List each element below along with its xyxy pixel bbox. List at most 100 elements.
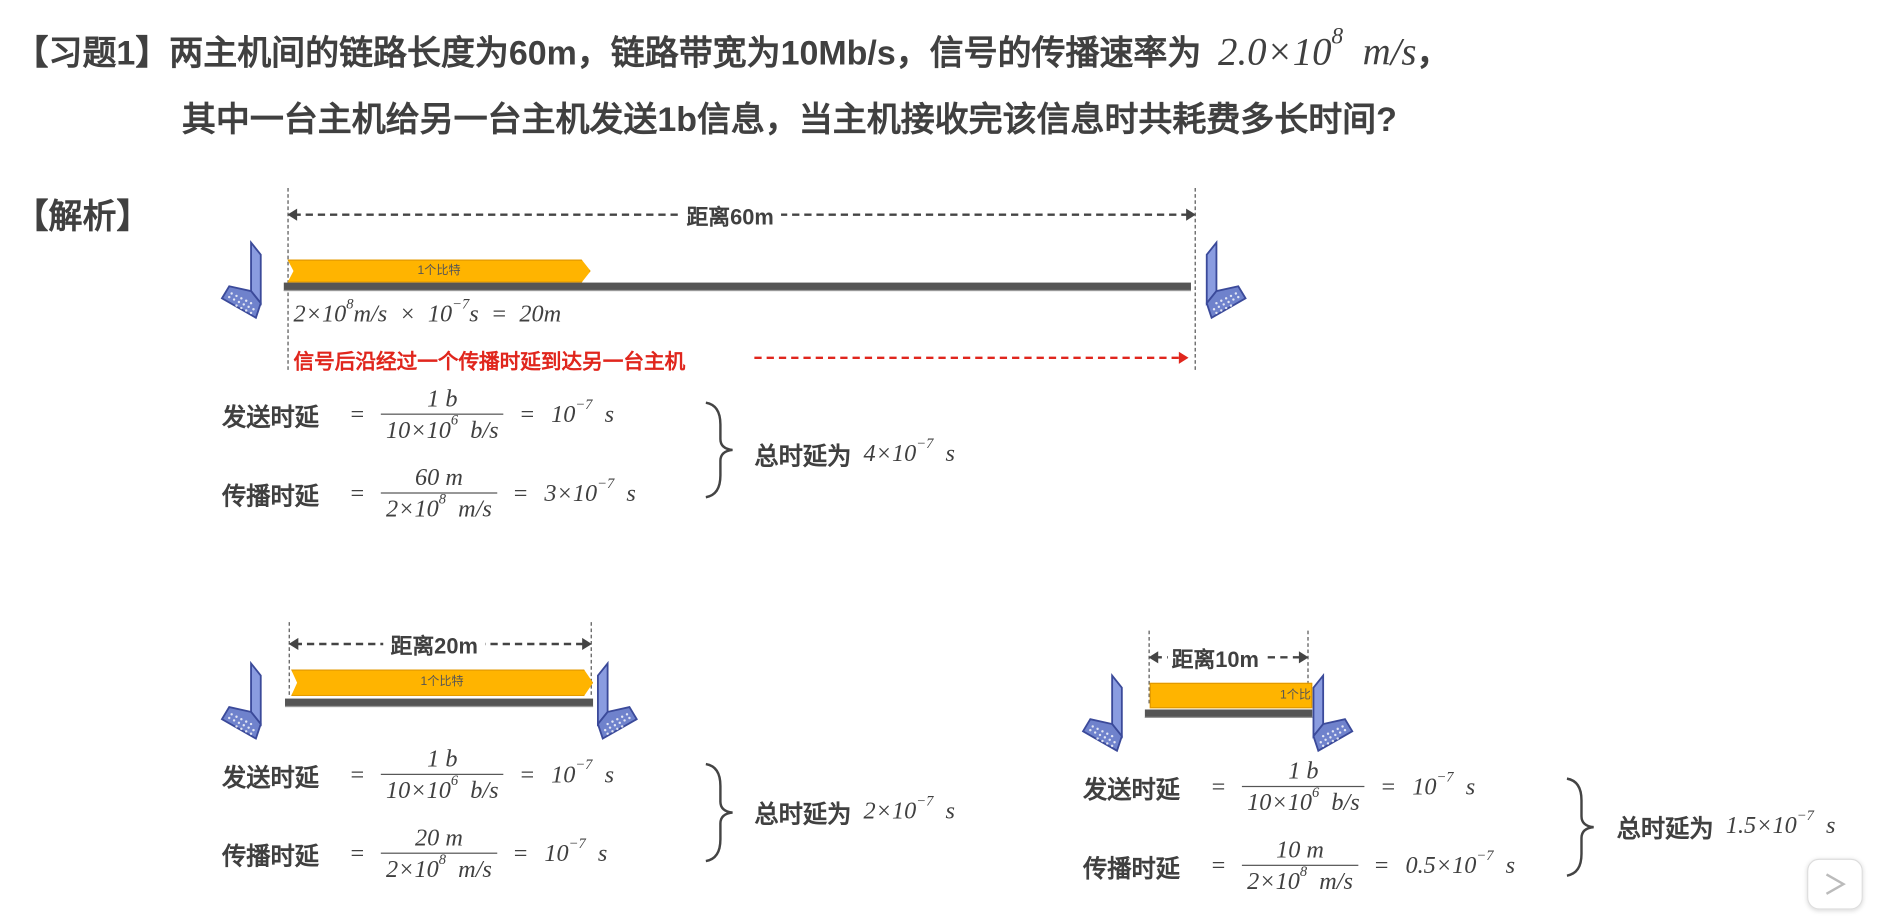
res-exp: −7 [1436, 767, 1454, 785]
calc-eq: = [490, 300, 508, 328]
bilibili-tv-icon[interactable] [1807, 858, 1863, 910]
result: 10−7 s [1412, 769, 1476, 802]
denominator: 10×106 b/s [381, 411, 504, 446]
link-cable [283, 282, 1191, 292]
res-base: 10 [551, 401, 576, 429]
res-base: 0.5×10 [1405, 852, 1477, 880]
res-exp: −7 [1476, 846, 1494, 864]
den-base: 10×10 [386, 777, 451, 805]
numerator: 10 m [1276, 836, 1324, 864]
den-exp: 6 [1311, 783, 1320, 801]
den-exp: 6 [450, 411, 459, 429]
den-exp: 8 [438, 850, 447, 868]
analysis-label: 【解析】 [14, 197, 151, 236]
calc-b-unit: s [469, 300, 479, 328]
tv-glyph-icon [1825, 873, 1846, 895]
res-base: 10 [1412, 773, 1437, 801]
den-unit: b/s [470, 777, 499, 805]
speed-exp: 8 [1331, 23, 1344, 50]
arrow-right-icon [1178, 351, 1189, 364]
total-value: 4×10−7 s [863, 436, 955, 468]
total-unit: s [1826, 812, 1836, 840]
res-unit: s [626, 480, 636, 507]
formula-label: 传播时延 [221, 844, 319, 871]
total-value: 2×10−7 s [864, 793, 955, 826]
total-exp: −7 [916, 434, 934, 452]
formula-label: 发送时延 [221, 405, 319, 432]
den-base: 10×10 [386, 417, 451, 444]
den-base: 2×10 [386, 496, 439, 523]
total-label: 总时延为 [754, 801, 852, 829]
formula-label: 发送时延 [221, 765, 319, 792]
res-unit: s [1465, 773, 1476, 801]
den-base: 10×10 [1247, 789, 1312, 817]
calc-a-unit: m/s [353, 300, 388, 328]
boundary-line-left [1148, 630, 1150, 704]
boundary-line-left [287, 187, 289, 370]
denominator: 2×108 m/s [381, 850, 497, 885]
link-cable [285, 698, 594, 708]
propagation-speed: 2.0×108 m/s [1218, 25, 1417, 73]
den-exp: 8 [438, 490, 447, 508]
question-text-1: 两主机间的链路长度为60m，链路带宽为10Mb/s，信号的传播速率为 [169, 33, 1202, 72]
res-base: 3×10 [544, 480, 598, 507]
boundary-line-left [288, 622, 290, 695]
equals: = [513, 840, 528, 868]
res-exp: −7 [575, 395, 593, 413]
formula-label: 传播时延 [1083, 856, 1181, 883]
arrow-right-icon [1298, 651, 1309, 664]
den-unit: m/s [458, 496, 492, 523]
res-exp: −7 [597, 474, 615, 492]
total-base: 4×10 [863, 440, 917, 467]
result: 0.5×10−7 s [1405, 848, 1515, 881]
den-base: 2×10 [1247, 868, 1300, 896]
arrow-right-icon [582, 637, 592, 651]
distance-label: 距离60m [679, 200, 782, 232]
numerator: 1 b [1288, 758, 1319, 785]
equals: = [520, 401, 535, 429]
brace-icon [1566, 777, 1594, 877]
total-base: 1.5×10 [1725, 812, 1797, 840]
speed-base: 2.0×10 [1218, 29, 1332, 73]
speed-unit: m/s [1362, 29, 1417, 73]
brace-icon [705, 401, 733, 499]
distance-label: 距离10m [1167, 642, 1263, 675]
laptop-icon [218, 661, 288, 741]
propagation-note: 信号后沿经过一个传播时延到达另一台主机 [293, 350, 686, 374]
distance-calculation: 2×108m/s × 10−7s = 20m [293, 296, 562, 329]
calc-b-exp: −7 [452, 294, 470, 312]
calc-result: 20m [519, 300, 562, 328]
equals: = [1211, 773, 1226, 801]
numerator: 1 b [427, 745, 458, 773]
arrow-left-icon [288, 637, 299, 651]
bit-block: 1个比特 [291, 669, 594, 697]
question-label: 【习题1】 [14, 33, 170, 72]
equals: = [350, 480, 365, 507]
brace-icon [705, 762, 733, 863]
denominator: 2×108 m/s [1242, 864, 1358, 897]
propagation-arrow [754, 356, 1179, 359]
laptop-icon [1286, 673, 1356, 753]
res-unit: s [604, 401, 615, 429]
numerator: 20 m [415, 824, 463, 852]
numerator: 1 b [427, 385, 458, 413]
den-unit: b/s [470, 417, 499, 444]
link-cable [1144, 709, 1313, 718]
res-exp: −7 [575, 755, 593, 773]
total-label: 总时延为 [1616, 816, 1714, 843]
boundary-line-right [590, 622, 592, 695]
question-punct: ， [1416, 33, 1451, 72]
total-exp: −7 [916, 792, 934, 810]
formula-label: 发送时延 [1083, 777, 1181, 805]
res-exp: −7 [568, 834, 586, 852]
laptop-icon [218, 240, 288, 320]
